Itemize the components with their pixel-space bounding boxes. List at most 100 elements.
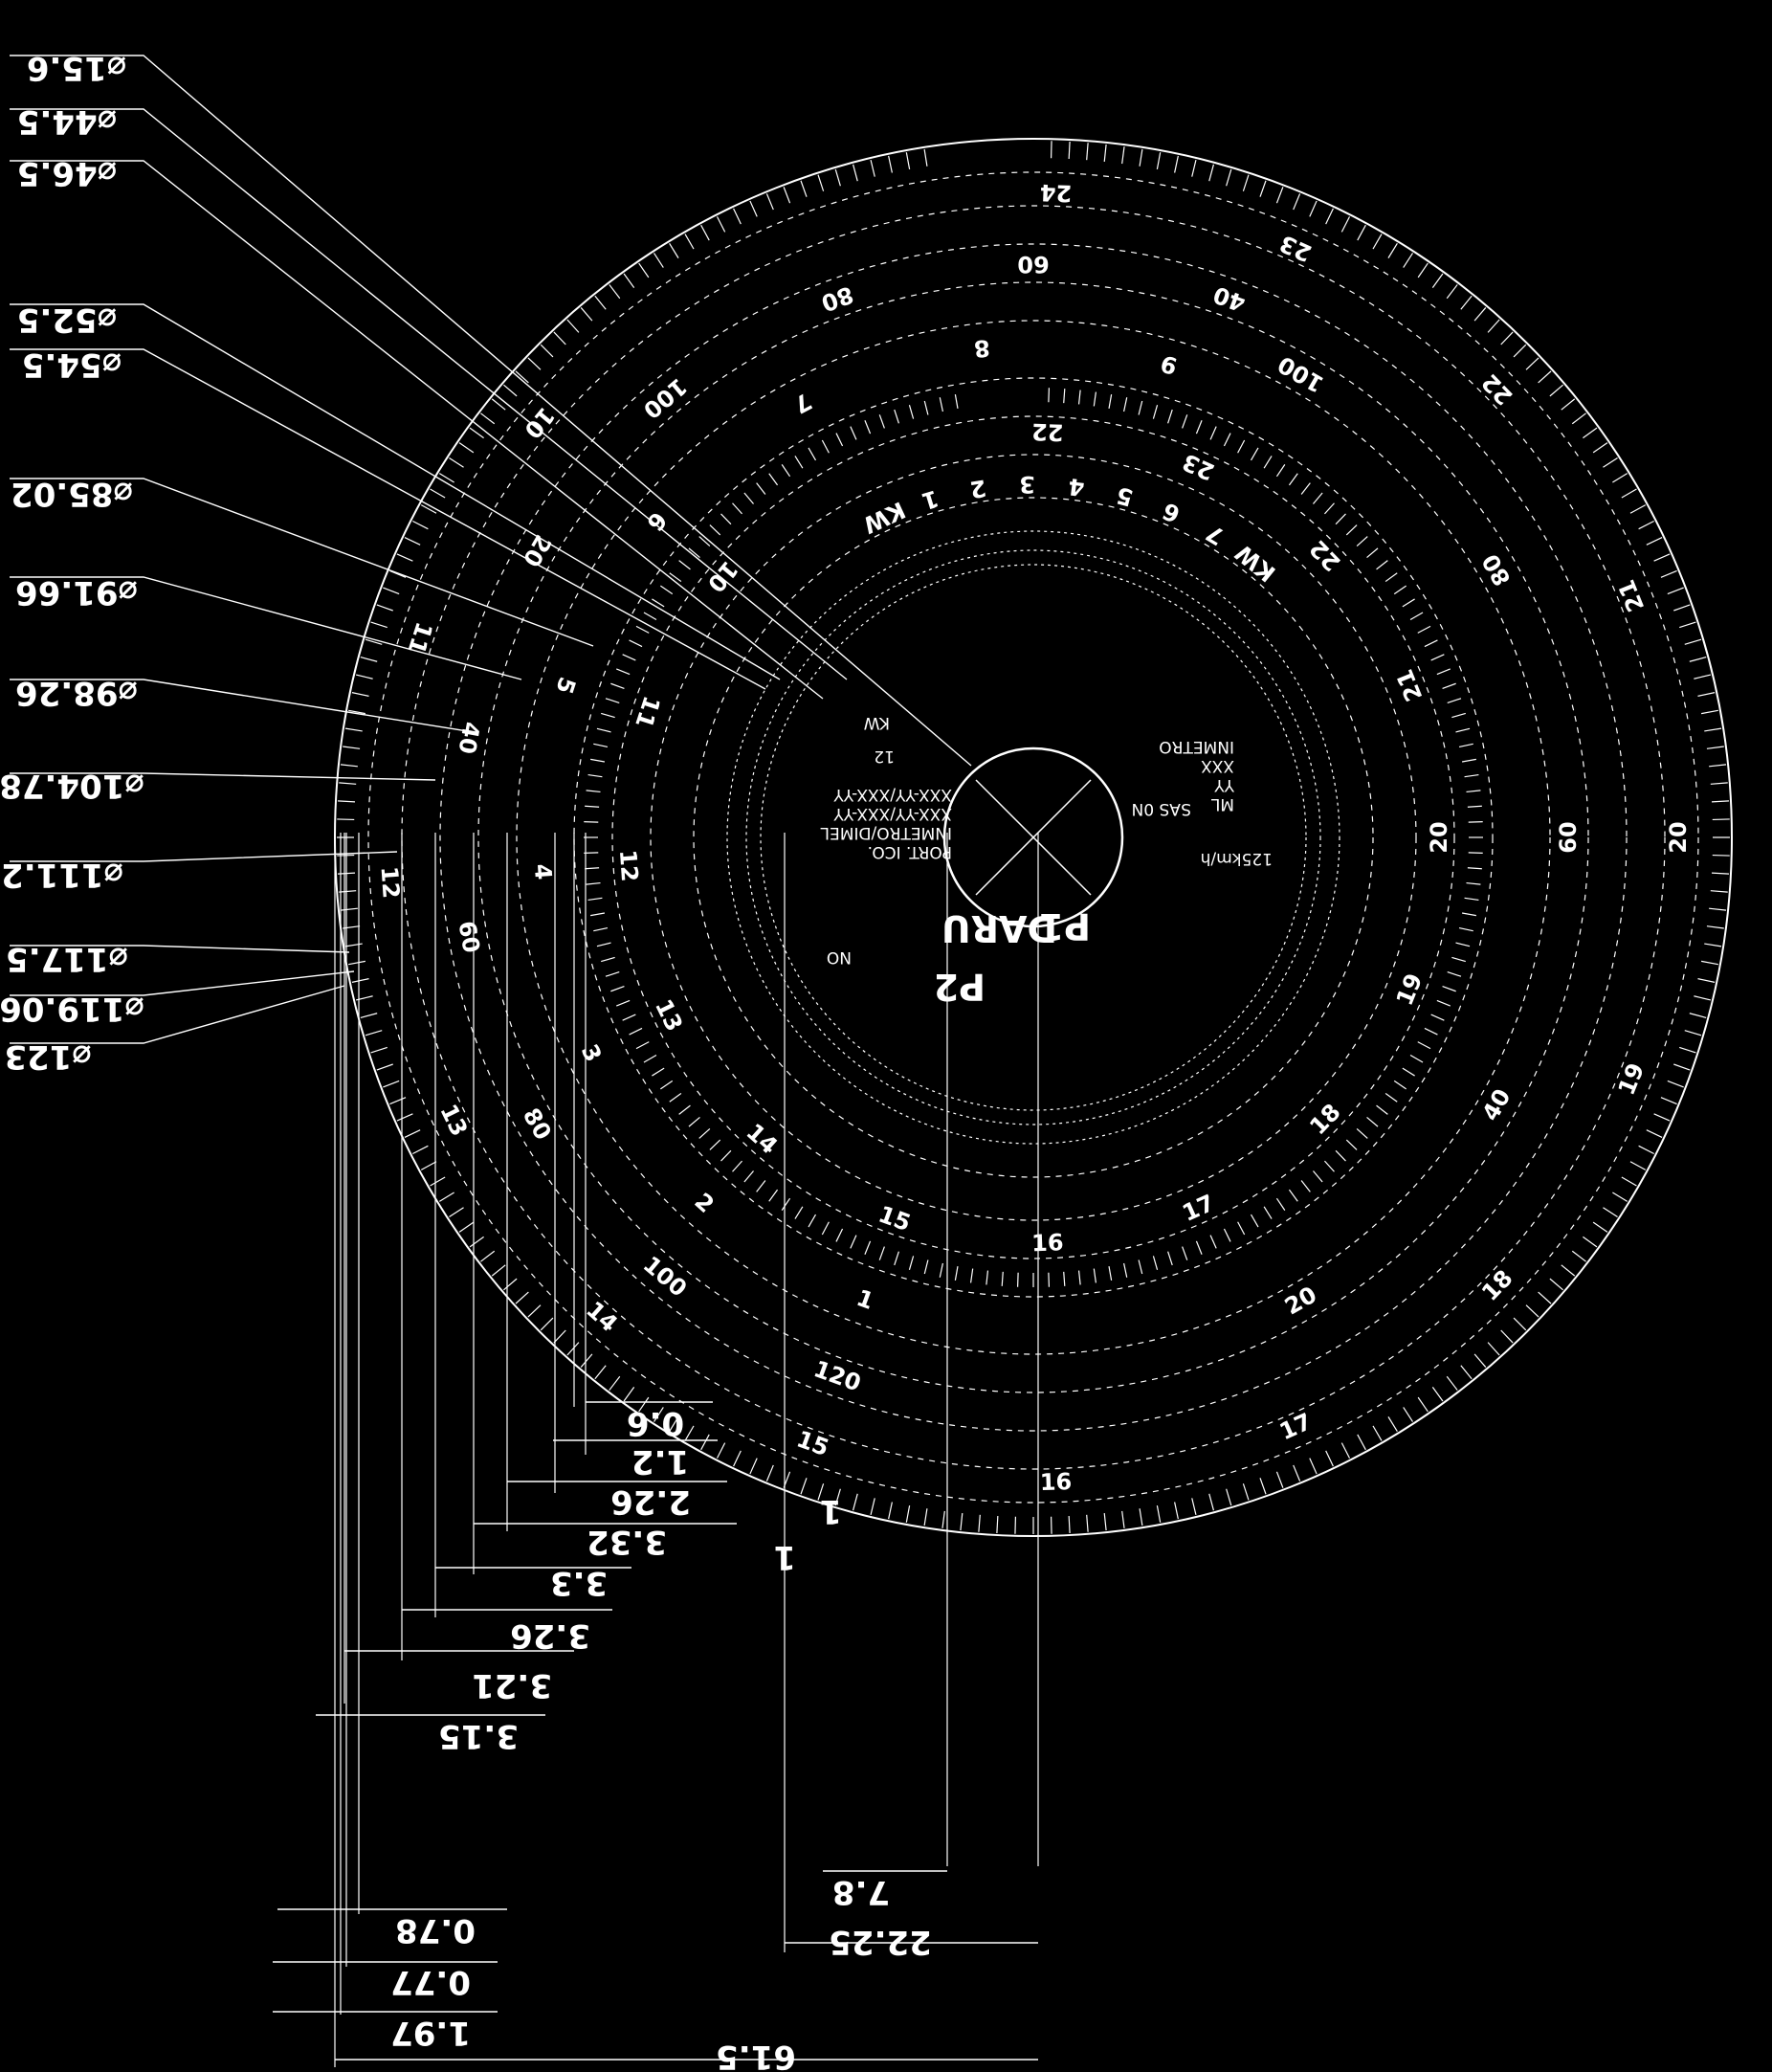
inner-tick-39 <box>1123 1262 1128 1278</box>
inner-tick-124 <box>864 419 872 434</box>
disc-rings <box>334 138 1733 1537</box>
outer-tick-128 <box>351 692 369 697</box>
inner-tick-60 <box>808 1214 817 1228</box>
outer-tick-87 <box>580 1353 593 1368</box>
top-label-1: 1 <box>919 484 941 515</box>
outer-tick-39 <box>1387 1416 1398 1433</box>
speed-mark-4: 20 <box>1280 1281 1321 1321</box>
outer-tick-13 <box>1673 1063 1691 1071</box>
outer-hour-4: 20 <box>1665 821 1692 853</box>
leader-11 <box>10 970 355 996</box>
inner-tick-7 <box>1455 942 1471 947</box>
inner-tick-100 <box>610 682 625 689</box>
inner-hour-11: 13 <box>650 995 688 1036</box>
inner-hour-9: 15 <box>875 1201 914 1237</box>
inner-tick-142 <box>1138 400 1143 415</box>
outer-tick-190 <box>1208 164 1214 182</box>
outer-tick-94 <box>491 1264 506 1277</box>
inner-tick-70 <box>688 1117 700 1127</box>
inner-tick-68 <box>709 1139 721 1150</box>
inner-tick-49 <box>969 1268 974 1283</box>
inner-tick-65 <box>743 1170 754 1183</box>
inner-tick-11 <box>1436 999 1451 1007</box>
outer-tick-162 <box>716 216 726 233</box>
outer-tick-40 <box>1372 1425 1383 1441</box>
outer-tick-229 <box>1684 638 1702 645</box>
inner-tick-73 <box>660 1080 674 1090</box>
inner-tick-101 <box>615 668 631 676</box>
inner-tick-23 <box>1335 1149 1346 1162</box>
outer-tick-11 <box>1684 1030 1702 1036</box>
bottom-dim-2: 0.78 <box>395 1911 476 1949</box>
speed-text: 125km/h <box>1201 849 1273 868</box>
inmetro-xxx: XXX <box>1201 756 1234 775</box>
inner-tick-174 <box>1458 743 1473 747</box>
inner-tick-19 <box>1376 1104 1388 1115</box>
inner-tick-112 <box>709 524 721 536</box>
inner-tick-5 <box>1461 912 1476 917</box>
outer-tick-144 <box>469 427 484 439</box>
dia-label-4: ⌀54.5 <box>22 345 122 384</box>
ring-1 <box>367 171 1699 1504</box>
outer-tick-207 <box>1473 307 1487 322</box>
outer-tick-216 <box>1583 427 1598 439</box>
outer-tick-86 <box>594 1365 607 1380</box>
outer-tick-205 <box>1446 284 1458 300</box>
inmetro-top: INMETRO <box>1159 737 1234 756</box>
outer-tick-114 <box>344 943 363 947</box>
inner-tick-79 <box>615 999 631 1007</box>
outer-tick-213 <box>1549 384 1563 397</box>
outer-tick-27 <box>1549 1278 1563 1291</box>
outer-tick-172 <box>888 155 893 173</box>
outer-tick-156 <box>623 273 635 288</box>
outer-tick-47 <box>1259 1478 1267 1495</box>
left-speed-mark-1: 100 <box>638 1251 692 1303</box>
inner-tick-117 <box>768 473 779 486</box>
outer-hour-5: 19 <box>1613 1059 1650 1099</box>
outer-tick-191 <box>1226 168 1232 187</box>
outer-tick-83 <box>638 1396 650 1413</box>
outer-tick-219 <box>1612 473 1628 483</box>
outer-tick-99 <box>438 1192 454 1202</box>
bottom-dim-3: 0.77 <box>390 1963 471 2001</box>
top-label-0: KW <box>859 496 910 538</box>
outer-tick-66 <box>923 1508 928 1526</box>
outer-tick-93 <box>503 1278 518 1291</box>
inner-hour-7: 17 <box>1179 1190 1219 1227</box>
outer-tick-23 <box>1592 1221 1608 1233</box>
speed-mark-3: 40 <box>1477 1084 1517 1125</box>
outer-tick-199 <box>1357 224 1366 241</box>
outer-tick-164 <box>749 200 758 217</box>
inner-tick-143 <box>1152 405 1159 419</box>
outer-tick-5 <box>1706 925 1724 929</box>
left-ring-num-5: 6 <box>641 506 672 536</box>
outer-tick-151 <box>553 331 566 345</box>
leader-5 <box>10 478 594 647</box>
outer-tick-33 <box>1473 1353 1487 1368</box>
inmetro-yy: YY <box>1214 775 1235 794</box>
ring-12 <box>760 564 1307 1111</box>
outer-tick-36 <box>1431 1387 1444 1402</box>
inner-tick-137 <box>1063 389 1066 404</box>
outer-tick-141 <box>438 473 454 483</box>
outer-tick-43 <box>1325 1450 1334 1467</box>
outer-tick-167 <box>800 180 808 197</box>
inner-tick-76 <box>635 1041 650 1050</box>
inner-tick-105 <box>643 612 657 621</box>
inner-tick-118 <box>781 464 791 478</box>
outer-tick-105 <box>389 1097 407 1105</box>
inner-tick-18 <box>1384 1092 1398 1103</box>
ring-10 <box>726 530 1340 1145</box>
outer-tick-142 <box>449 457 464 468</box>
outer-tick-53 <box>1156 1505 1162 1523</box>
ring-7 <box>611 415 1455 1259</box>
port-text: PORT. ICO. <box>868 842 952 861</box>
leader-3 <box>10 303 781 680</box>
top-label-8: KW <box>1230 539 1281 587</box>
inner-tick-161 <box>1376 560 1388 570</box>
outer-tick-88 <box>566 1342 580 1356</box>
diameter-labels: ⌀15.6 ⌀44.5 ⌀46.5 ⌀52.5 ⌀54.5 ⌀85.02 ⌀91… <box>0 49 144 1076</box>
outer-tick-109 <box>365 1030 383 1036</box>
inner-tick-93 <box>586 790 601 793</box>
